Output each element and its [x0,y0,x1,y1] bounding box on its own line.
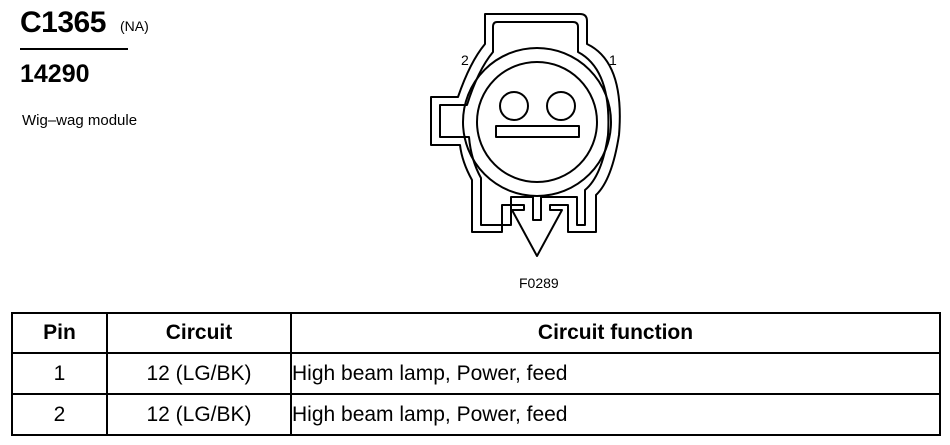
region-tag: (NA) [120,18,149,34]
table-row: 1 12 (LG/BK) High beam lamp, Power, feed [11,352,941,395]
pin-cavity-1 [546,91,576,121]
component-name: Wig–wag module [22,112,138,129]
header-circuit: Circuit [106,312,292,354]
header-pin: Pin [11,312,108,354]
figure-reference: F0289 [519,275,559,291]
cell-circuit-function: High beam lamp, Power, feed [290,352,941,395]
connector-id: C1365 [20,6,106,39]
table-row: 2 12 (LG/BK) High beam lamp, Power, feed [11,393,941,436]
pinout-table: Pin Circuit Circuit function 1 12 (LG/BK… [11,312,941,436]
connector-housing-outer [430,13,621,257]
connector-face-diagram: 2 1 [430,13,621,257]
pin-label-1: 1 [609,52,617,68]
connector-face-outer-ring [462,47,612,197]
pin-cavity-2 [499,91,529,121]
keying-slot [495,125,580,138]
header-circuit-function: Circuit function [290,312,941,354]
pin-label-2: 2 [461,52,469,68]
title-underline [20,48,128,50]
connector-housing-inner [439,21,610,226]
cell-pin: 2 [11,393,108,436]
connector-face-inner-ring [476,61,598,183]
table-header-row: Pin Circuit Circuit function [11,312,941,354]
cell-pin: 1 [11,352,108,395]
cell-circuit: 12 (LG/BK) [106,393,292,436]
part-number: 14290 [20,60,90,88]
cell-circuit-function: High beam lamp, Power, feed [290,393,941,436]
cell-circuit: 12 (LG/BK) [106,352,292,395]
